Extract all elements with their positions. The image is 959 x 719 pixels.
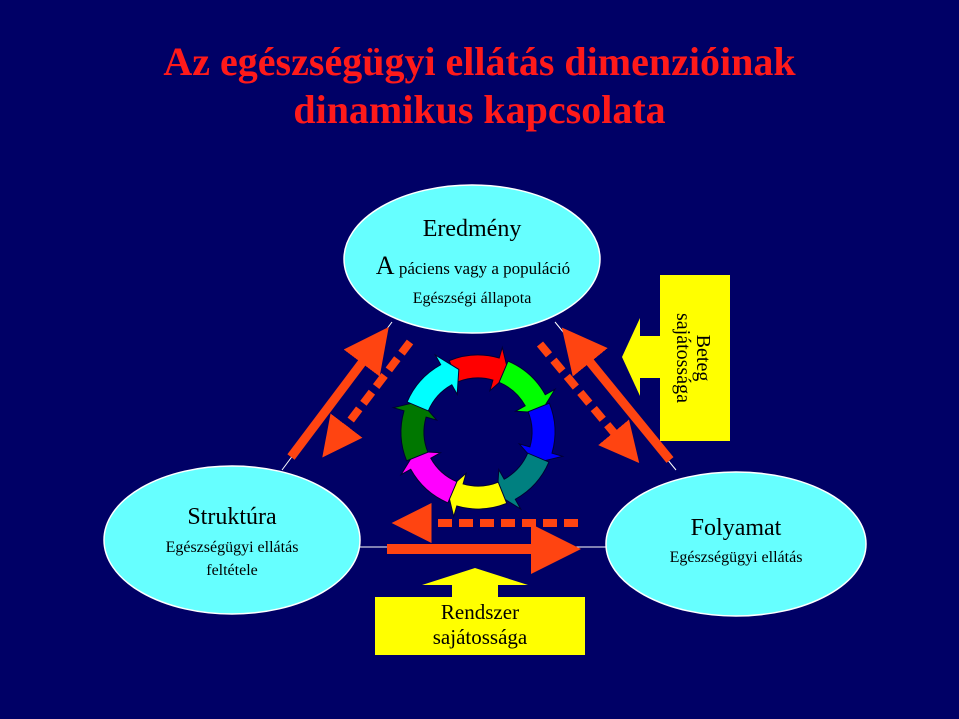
patient-callout-box — [660, 275, 730, 441]
cycle-arrow-segment — [406, 353, 460, 412]
title-line-1: Az egészségügyi ellátás dimenzióinak — [163, 39, 796, 84]
system-callout-line-1: Rendszer — [440, 600, 520, 624]
cycle-arrows — [391, 345, 565, 519]
system-callout-arrow — [422, 568, 528, 598]
patient-callout-text: Beteg sajátossága — [672, 275, 714, 441]
arrow-outcome-to-process-dashed — [536, 341, 640, 464]
outcome-title: Eredmény — [422, 216, 522, 242]
arrow-structure-to-outcome — [287, 327, 389, 460]
patient-callout-arrow — [622, 318, 661, 396]
system-callout-box — [375, 597, 585, 655]
process-title: Folyamat — [690, 515, 782, 541]
structure-title: Struktúra — [187, 504, 277, 530]
outcome-line-1-cap: A — [375, 251, 395, 280]
patient-callout-line-1: Beteg — [692, 334, 714, 382]
outcome-line-1: A páciens vagy a populáció — [344, 251, 602, 285]
page-title: Az egészségügyi ellátás dimenzióinak din… — [0, 38, 959, 134]
structure-ellipse — [103, 465, 361, 615]
structure-line-2: feltétele — [206, 562, 258, 579]
patient-callout-line-2: sajátossága — [672, 313, 694, 403]
title-line-2: dinamikus kapcsolata — [293, 87, 666, 132]
process-line-1: Egészségügyi ellátás — [669, 549, 803, 566]
system-callout-line-2: sajátossága — [432, 625, 528, 649]
arrow-process-to-outcome — [561, 327, 674, 463]
structure-line-1: Egészségügyi ellátás — [165, 539, 299, 556]
arrow-outcome-to-structure-dashed — [322, 339, 414, 458]
outcome-line-2: Egészségi állapota — [412, 290, 532, 307]
system-callout-text: Rendszer sajátossága — [375, 600, 585, 650]
outcome-ellipse — [343, 184, 601, 334]
process-ellipse — [605, 471, 867, 617]
outcome-line-1-rest: páciens vagy a populáció — [394, 259, 571, 278]
